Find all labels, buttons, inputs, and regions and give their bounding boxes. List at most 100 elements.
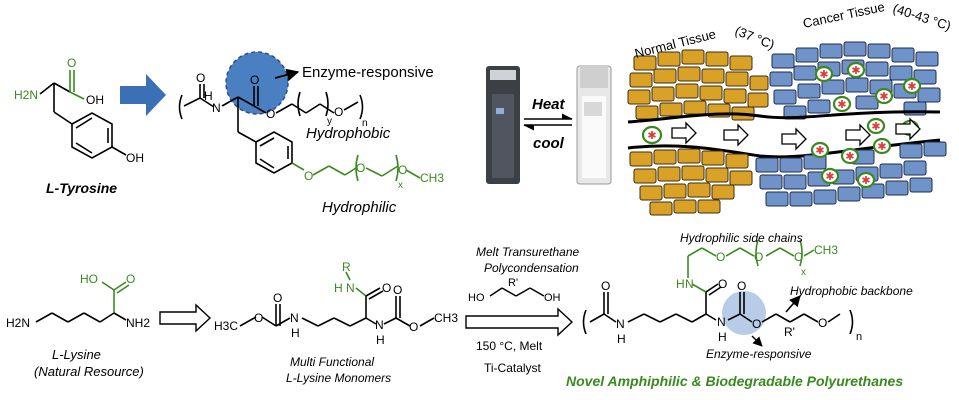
vessel-wall-upper	[627, 110, 941, 124]
conditions-top2: Polycondensation	[484, 261, 579, 275]
hydrophilic-label: Hydrophilic	[322, 199, 397, 216]
svg-text:✱: ✱	[845, 150, 854, 163]
lysine-structure: H2N NH2 HO O L-Lysine (Natural Resource)	[6, 272, 150, 379]
monomer-o-left: O	[254, 311, 263, 325]
monomer-structure: H3C O O N H N H R O N H O O CH3 Multi Fu…	[214, 260, 458, 385]
product-sub-n: n	[856, 331, 862, 343]
product-sub-x: x	[801, 267, 806, 278]
svg-text:✱: ✱	[871, 120, 880, 133]
tyrosine-phenol-oh: OH	[126, 151, 144, 165]
vial-turbid	[576, 65, 612, 185]
tyrosine-nh2: H2N	[14, 88, 38, 102]
conditions-temp: 150 °C, Melt	[476, 339, 543, 353]
reaction-conditions: Melt Transurethane Polycondensation HO R…	[465, 245, 579, 375]
monomer-ch3: CH3	[434, 311, 458, 325]
svg-text:✱: ✱	[647, 129, 656, 142]
monomer-o-right: O	[409, 320, 418, 334]
tyrosine-o: O	[67, 56, 76, 70]
lysine-nh2: NH2	[126, 316, 150, 330]
monomer-caption2: L-Lysine Monomers	[286, 371, 391, 385]
product-side-o3: O	[794, 250, 803, 264]
tyrosine-caption: L-Tyrosine	[46, 180, 117, 196]
svg-text:✱: ✱	[815, 144, 824, 157]
monomer-n-left: N	[290, 311, 299, 325]
backbone-pointer	[785, 295, 801, 313]
product-h2: H	[718, 330, 727, 344]
monomer-caption1: Multi Functional	[290, 355, 374, 369]
svg-text:✱: ✱	[825, 170, 834, 183]
polymer-o-ester: O	[266, 107, 275, 121]
monomer-o-carbonyl-left: O	[273, 291, 282, 305]
conditions-ho: HO	[468, 292, 485, 304]
flow-arrows	[671, 117, 921, 151]
polymer-h: H	[204, 89, 213, 103]
big-blue-arrow	[120, 74, 166, 116]
conditions-top1: Melt Transurethane	[476, 245, 579, 259]
cancer-tissue-cells-lower	[755, 141, 947, 207]
monomer-o-carbonyl-right: O	[393, 283, 402, 297]
product-o-end: O	[818, 316, 827, 330]
peg-o2: O	[356, 161, 365, 175]
peg-o1: O	[304, 169, 313, 183]
product-enzyme-label: Enzyme-responsive	[706, 347, 812, 361]
vessel-wall-lower	[627, 138, 941, 159]
enzyme-pointer	[751, 335, 763, 347]
monomer-n-side: N	[346, 281, 355, 295]
product-o-amide: O	[718, 277, 727, 291]
hollow-arrow-2	[465, 307, 574, 337]
tissue-illustration: ✱ ✱✱✱✱ ✱✱✱ ✱✱✱✱✱ Normal Tissue (37 °C) C…	[627, 0, 953, 216]
monomer-o-amide: O	[382, 281, 391, 295]
svg-text:✱: ✱	[877, 140, 886, 153]
monomer-h3c: H3C	[214, 319, 238, 333]
normal-tissue-cells-upper	[627, 49, 769, 121]
heat-label: Heat	[532, 96, 566, 113]
product-h-side: H	[676, 277, 685, 291]
lysine-caption2: (Natural Resource)	[34, 364, 144, 379]
product-h1: H	[617, 332, 626, 346]
conditions-r-prime: R'	[508, 277, 518, 289]
tyrosine-oh: OH	[86, 93, 104, 107]
normal-tissue-cells-lower	[629, 148, 753, 216]
lysine-o: O	[126, 272, 135, 286]
side-chain-label: Hydrophilic side chains	[680, 231, 803, 245]
product-side-o1: O	[716, 250, 725, 264]
drug-stars: ✱ ✱✱✱✱ ✱✱✱ ✱✱✱✱✱	[647, 64, 916, 187]
product-o-carbonyl: O	[601, 279, 610, 293]
product-o-urethane: O	[752, 317, 761, 331]
svg-text:✱: ✱	[861, 174, 870, 187]
enzyme-responsive-label: Enzyme-responsive	[302, 64, 434, 81]
normal-tissue-temp: (37 °C)	[733, 23, 777, 52]
backbone-label: Hydrophobic backbone	[790, 284, 913, 298]
product-n2: N	[717, 315, 726, 329]
peg-sub-x: x	[398, 180, 403, 191]
monomer-h-right: H	[376, 333, 385, 347]
tyrosine-polymer-structure: H N O O O O y n Enzyme-responsive Hydrop…	[178, 51, 444, 216]
conditions-oh: OH	[544, 292, 561, 304]
svg-text:✱: ✱	[819, 68, 828, 81]
product-side-o2: O	[754, 250, 763, 264]
polymer-sub-y: y	[327, 116, 332, 127]
product-r-prime: R'	[784, 325, 795, 339]
svg-text:✱: ✱	[837, 98, 846, 111]
lysine-ho: HO	[80, 272, 98, 286]
cancer-tissue-label: Cancer Tissue	[802, 0, 886, 31]
svg-text:✱: ✱	[851, 64, 860, 77]
monomer-h-left: H	[291, 326, 300, 340]
product-o-urethane-carbonyl: O	[737, 279, 746, 293]
monomer-h-side: H	[334, 281, 343, 295]
footer-title: Novel Amphiphilic & Biodegradable Polyur…	[566, 373, 903, 389]
lysine-caption1: L-Lysine	[52, 347, 101, 362]
peg-o3: O	[398, 163, 407, 177]
peg-ch3: CH3	[420, 171, 444, 185]
hydrophobic-label: Hydrophobic	[306, 125, 391, 142]
polymer-sub-n: n	[362, 118, 368, 129]
product-structure: O N H H N O N H O O R' O n O O O CH3 x H…	[582, 231, 913, 361]
conditions-catalyst: Ti-Catalyst	[484, 361, 542, 375]
polymer-o-carbonyl-left: O	[196, 71, 205, 85]
vial-transparent	[486, 66, 520, 184]
enzyme-pointer-arrow	[274, 68, 300, 81]
polymer-n: N	[212, 101, 221, 115]
svg-text:✱: ✱	[907, 80, 916, 93]
polymer-o-carbonyl: O	[250, 73, 259, 87]
cancer-tissue-temp: (40-43 °C)	[891, 1, 953, 34]
